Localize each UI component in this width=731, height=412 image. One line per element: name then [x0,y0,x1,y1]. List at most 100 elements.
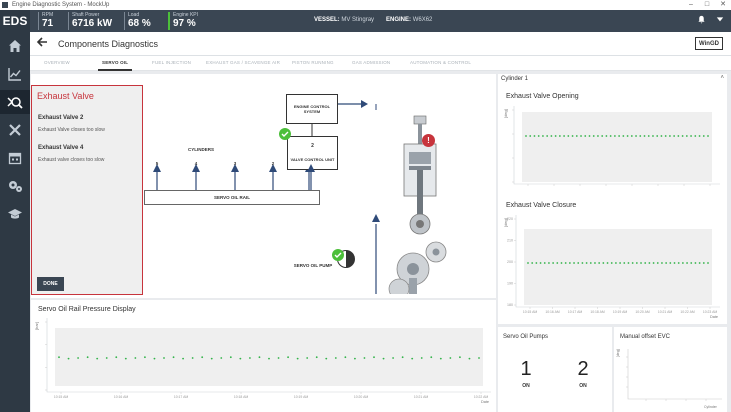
data-point [439,357,442,360]
data-point [564,262,567,264]
x-tick-label: 10:19 AM [613,310,628,314]
data-point [635,262,638,264]
data-point [630,135,633,137]
data-point [588,135,591,137]
pump-number: 2 [577,358,589,380]
tab-automation-control[interactable]: AUTOMATION & CONTROL [410,60,472,65]
data-point [643,135,646,137]
x-axis-label: Date [710,315,718,319]
x-tick-label: 10:16 AM [114,395,129,399]
diagnostics-icon [7,97,23,109]
data-point [681,135,684,137]
tab-piston-running[interactable]: PISTON RUNNING [292,60,334,65]
data-point [681,262,684,264]
data-point [597,135,599,137]
valve-control-label: VALVE CONTROL UNIT [290,157,335,162]
back-arrow-icon[interactable] [36,36,48,51]
sidebar-item-tools[interactable] [0,118,30,142]
data-point [698,262,701,264]
data-point [669,262,672,264]
tab-overview[interactable]: OVERVIEW [44,60,70,65]
brand-logo: WinGD [695,37,723,50]
alarm-text: Exhaust valve closes too slow [38,157,105,163]
data-point [325,357,328,360]
metric-label: Engine KPI [173,12,199,18]
panel-menu-icon[interactable]: ˄ [720,75,724,81]
done-button[interactable]: DONE [37,277,64,291]
data-point [615,262,617,264]
vessel-info: VESSEL: MV Stingray [314,17,374,23]
data-point [67,357,70,360]
data-point [686,262,688,264]
data-point [163,357,165,359]
chevron-down-icon[interactable] [716,15,724,25]
minimize-icon[interactable]: – [689,1,693,8]
data-point [622,135,625,137]
metric-load: Load 68 % [124,12,151,30]
data-point [690,135,692,137]
engine-control-system-box[interactable]: ENGINE CONTROL SYSTEM [286,94,338,124]
data-point [144,356,146,359]
x-tick-label: 10:23 AM [703,310,718,314]
y-axis-label: [deg] [616,349,620,357]
data-point [172,356,175,359]
bell-icon[interactable] [697,15,706,26]
tab-fuel-injection[interactable]: FUEL INJECTION [152,60,192,65]
data-point [571,135,574,137]
sidebar-item-home[interactable] [0,34,30,58]
cylinder-number: 2 [271,161,275,166]
sidebar-item-diagnostics[interactable] [0,90,30,114]
data-point [567,135,570,137]
data-point [478,357,480,359]
engine-info: ENGINE: W6X62 [386,17,432,23]
data-point [287,356,289,359]
data-point [558,135,561,137]
sidebar-item-settings[interactable] [0,174,30,198]
data-point [344,356,347,359]
sidebar-item-trends[interactable] [0,62,30,86]
data-point [647,135,650,137]
data-point [525,135,527,137]
data-point [661,262,663,264]
chart-band [55,328,483,386]
manual-offset-panel: Manual offset EVC [deg] Cylinder [614,327,727,412]
close-icon[interactable]: ✕ [720,1,726,8]
y-axis-label: [deg] [503,218,508,227]
data-point [258,356,261,359]
engine-control-label: ENGINE CONTROL SYSTEM [293,104,331,114]
data-point [306,357,309,359]
data-point [401,356,404,359]
data-point [660,135,663,137]
tab-exhaust-gas[interactable]: EXHAUST GAS / SCAVENGE AIR [206,60,281,65]
data-point [626,135,629,137]
data-point [124,357,127,360]
data-point [449,357,452,359]
data-point [201,356,204,359]
sidebar-item-calendar[interactable] [0,146,30,170]
chart-axes [513,106,720,185]
alarm-title: Exhaust Valve 2 [38,115,84,121]
sidebar-item-training[interactable] [0,202,30,226]
servo-oil-rail[interactable]: SERVO OIL RAIL [144,190,320,205]
alert-icon[interactable]: ! [422,134,435,147]
tools-icon [9,124,21,136]
data-point [702,135,705,137]
data-point [584,135,587,137]
data-point [354,357,356,360]
metric-label: RPM [42,12,54,18]
app-logo[interactable]: EDS [0,10,30,32]
valve-control-unit-box[interactable]: 2 VALVE CONTROL UNIT [287,136,338,170]
page-header: Components Diagnostics WinGD [30,32,731,56]
maximize-icon[interactable]: □ [704,1,710,8]
y-tick-label: 220 [507,217,513,221]
y-axis-label: [bar] [34,322,39,330]
data-point [652,135,654,137]
tab-servo-oil[interactable]: SERVO OIL [97,60,133,71]
tab-gas-admission[interactable]: GAS ADMISSION [352,60,391,65]
data-point [548,262,550,264]
data-point [585,262,588,264]
cylinder-number: 5 [155,161,159,166]
data-point [363,357,366,359]
data-point [677,135,680,137]
